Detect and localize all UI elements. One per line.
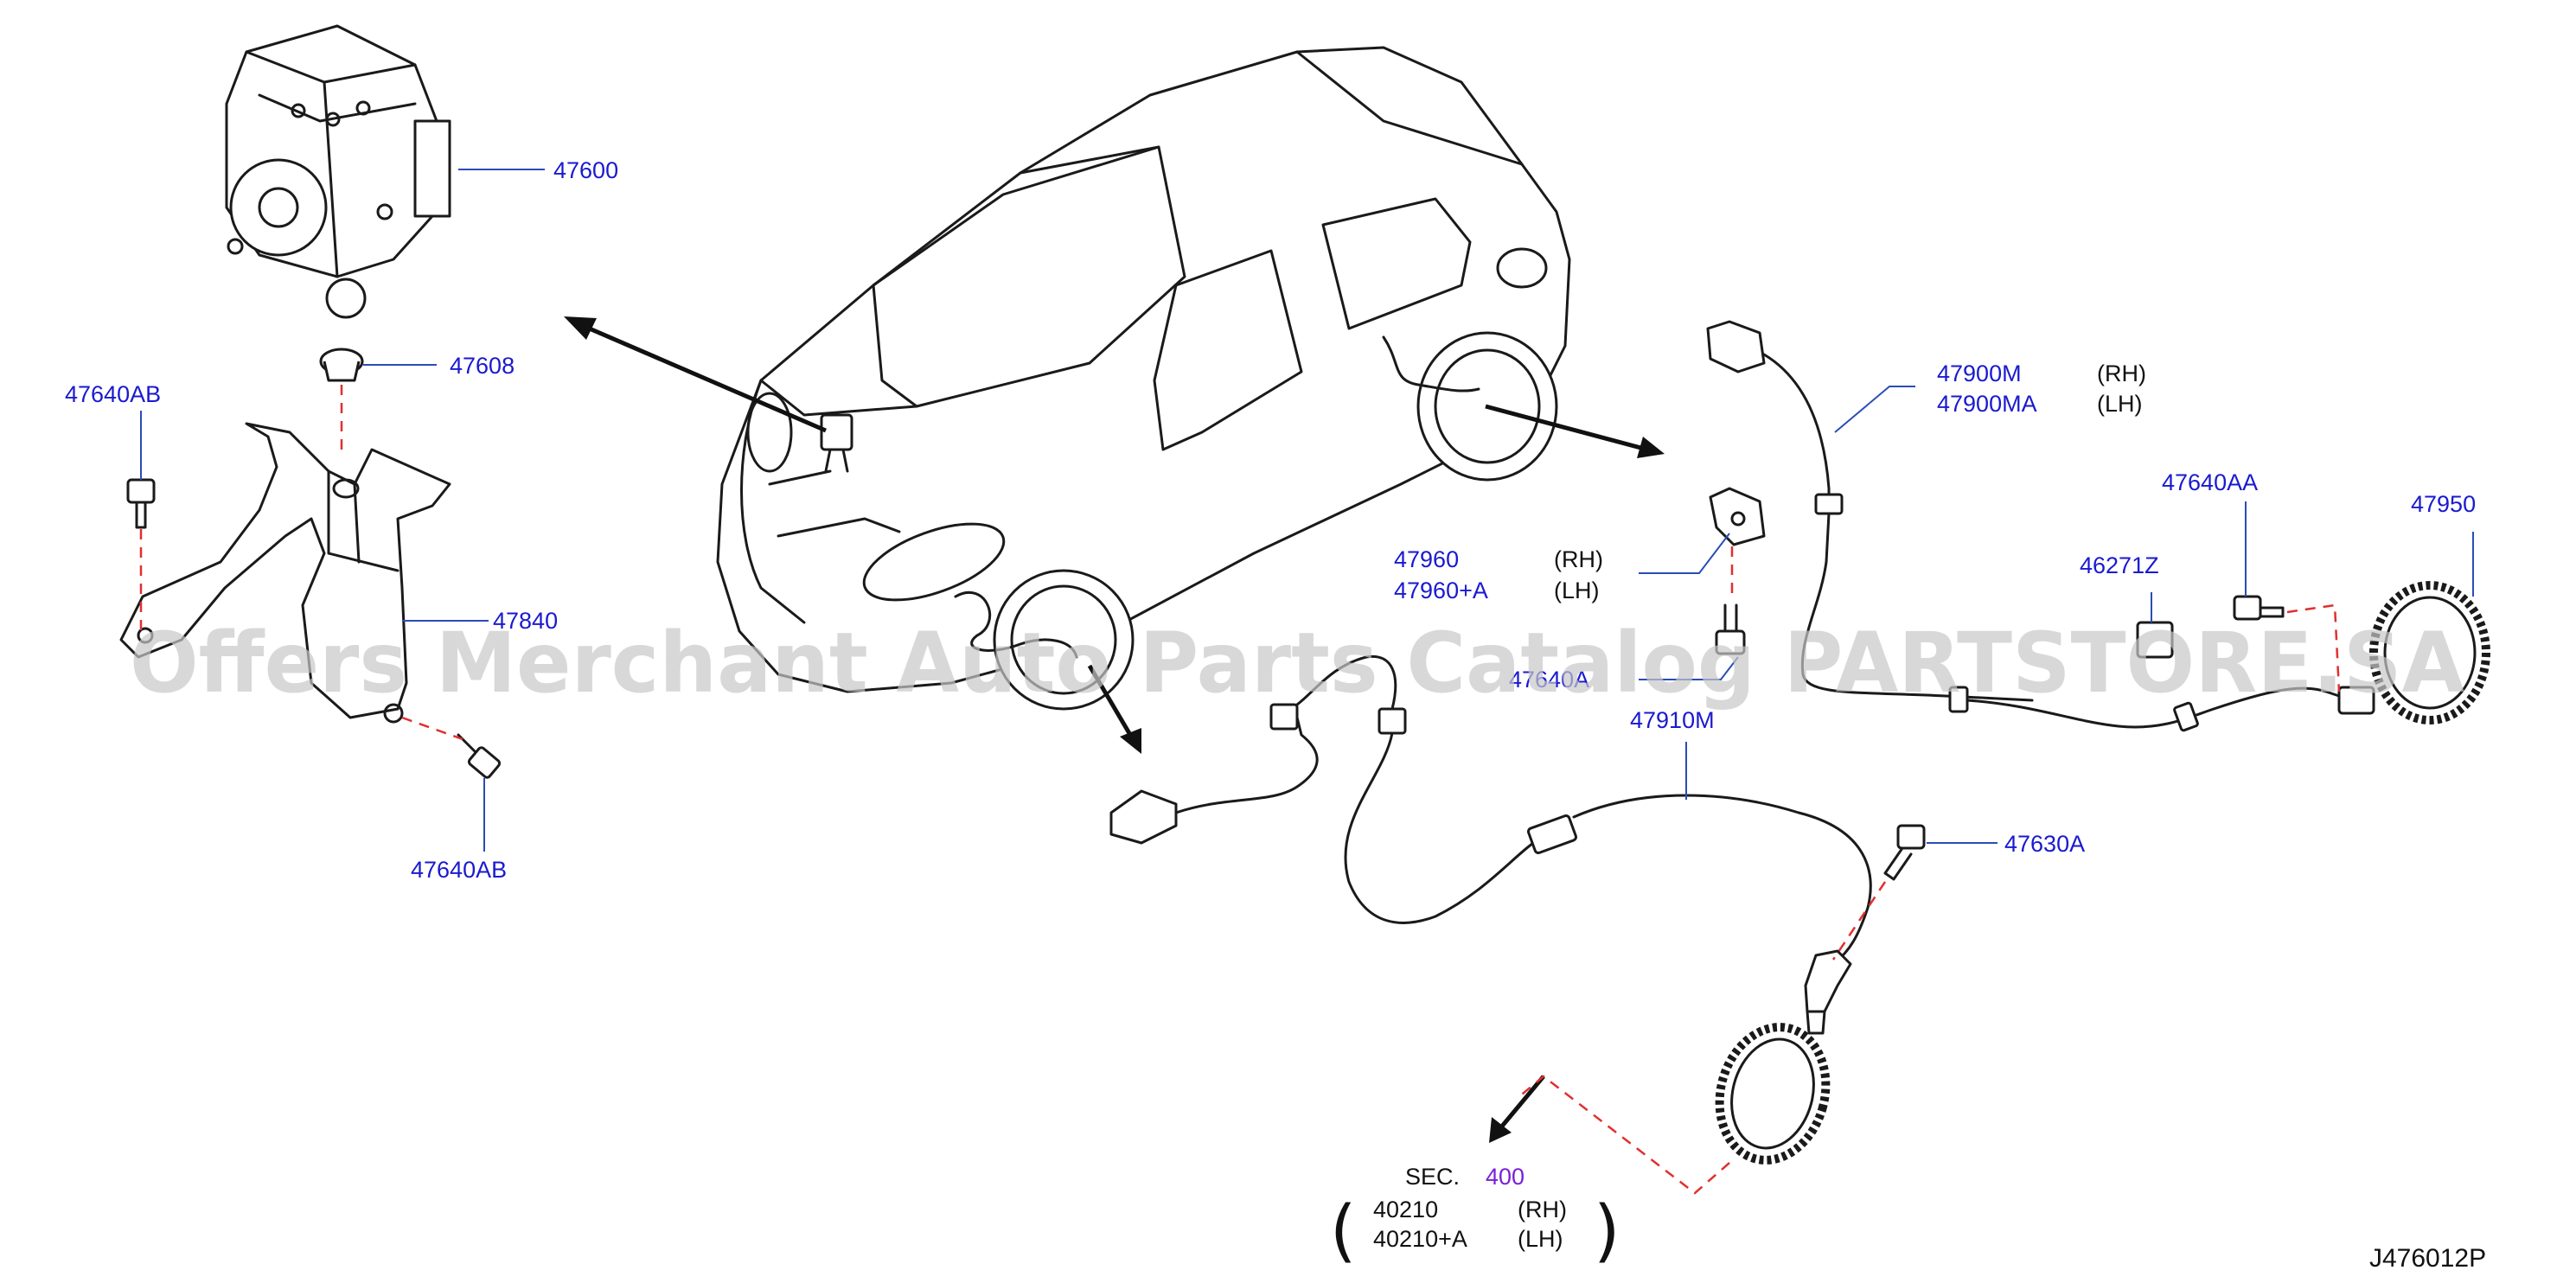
label-47640aa: 47640AA — [2162, 469, 2258, 495]
bolt-front-bracket-drawing — [1715, 603, 1746, 655]
front-bracket-drawing — [1709, 487, 1766, 546]
bolt-front-sensor-drawing — [1883, 824, 1926, 881]
abs-actuator-drawing — [225, 24, 451, 319]
label-47840: 47840 — [493, 608, 558, 634]
label-47600: 47600 — [553, 157, 618, 183]
label-47900ma-side: (LH) — [2097, 391, 2143, 417]
section-part-lh: 40210+A — [1373, 1226, 1467, 1252]
label-47640ab-upper: 47640AB — [65, 381, 161, 407]
front-sensor-drawing — [1109, 654, 1872, 1035]
leader-lines — [140, 169, 2474, 852]
label-47910m: 47910M — [1630, 707, 1715, 733]
bolt-upper-drawing — [126, 478, 156, 529]
direction-arrows — [564, 316, 1665, 1143]
bracket-drawing — [119, 422, 451, 724]
section-open-paren: ( — [1330, 1192, 1356, 1270]
label-47630a: 47630A — [2004, 831, 2085, 857]
label-47640ab-lower: 47640AB — [411, 857, 507, 883]
section-reference: SEC. 400 ( 40210 (RH) 40210+A (LH) ) — [1330, 1164, 1620, 1270]
label-47960a: 47960+A — [1394, 578, 1488, 603]
label-47640a: 47640A — [1509, 667, 1589, 693]
section-prefix: SEC. — [1405, 1164, 1460, 1190]
watermark: Offers Merchant Auto Parts Catalog PARTS… — [130, 615, 2464, 712]
label-47900ma: 47900MA — [1937, 391, 2037, 417]
front-rotor-drawing — [1715, 1023, 1831, 1165]
label-47900m: 47900M — [1937, 361, 2022, 386]
label-46271z: 46271Z — [2080, 552, 2159, 578]
label-47900m-side: (RH) — [2097, 361, 2146, 386]
vehicle-outline — [716, 46, 1571, 711]
section-side-rh: (RH) — [1518, 1197, 1567, 1222]
section-part-rh: 40210 — [1373, 1197, 1438, 1222]
label-47960a-side: (LH) — [1554, 578, 1600, 603]
section-side-lh: (LH) — [1518, 1226, 1563, 1252]
rear-sensor-drawing — [1706, 320, 2375, 732]
grommet-drawing — [319, 348, 364, 382]
label-47960: 47960 — [1394, 546, 1459, 572]
section-number[interactable]: 400 — [1486, 1164, 1525, 1190]
bolt-rear-drawing — [2233, 595, 2285, 621]
label-47608: 47608 — [450, 353, 515, 379]
label-47950: 47950 — [2411, 491, 2476, 517]
label-47960-side: (RH) — [1554, 546, 1603, 572]
section-close-paren: ) — [1594, 1192, 1620, 1270]
diagram-code: J476012P — [2369, 1244, 2486, 1273]
bolt-lower-drawing — [457, 733, 502, 779]
rear-rotor-drawing — [2369, 581, 2490, 724]
